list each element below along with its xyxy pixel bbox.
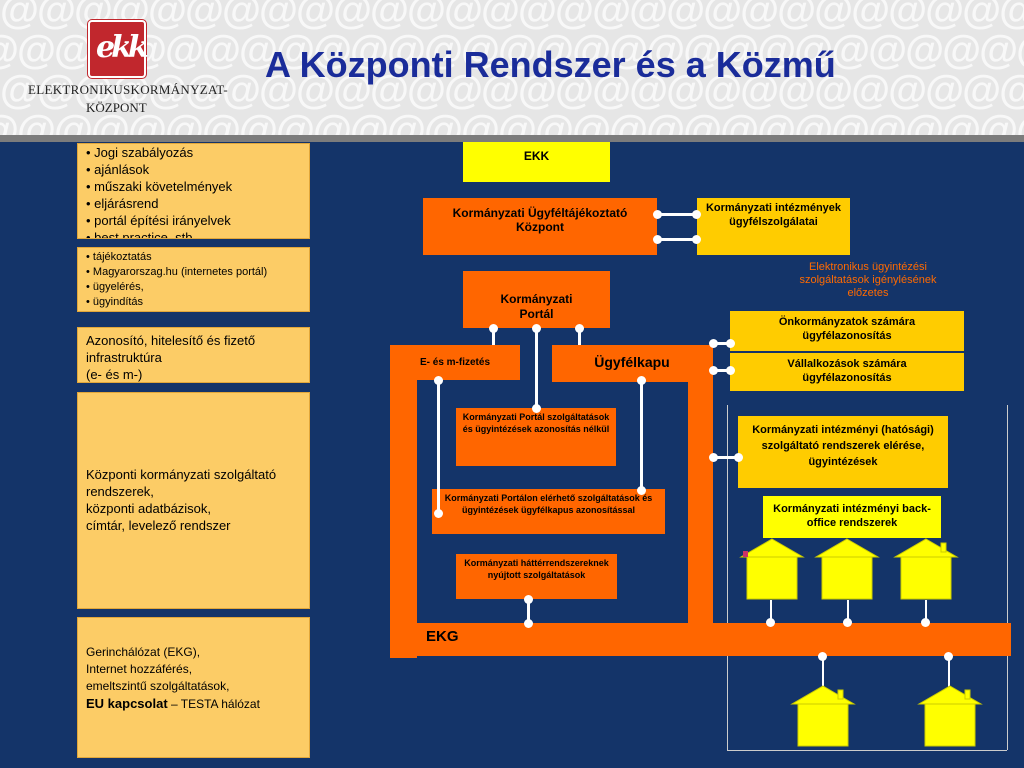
portal-box: Kormányzati Portál <box>463 271 610 328</box>
connector-dot <box>637 486 646 495</box>
connector-dot <box>944 652 953 661</box>
connector-center-institutional <box>713 456 738 459</box>
connector-dot <box>653 210 662 219</box>
connector-dot <box>532 404 541 413</box>
vallalkozasok-box: Vállalkozások számára ügyfélazonosítás <box>730 353 964 391</box>
portal-services-no-auth-box: Kormányzati Portál szolgáltatások és ügy… <box>456 408 616 466</box>
office-house-icon <box>814 538 880 600</box>
backoffice-box: Kormányzati intézményi back-office rends… <box>763 496 941 538</box>
connector-emfizetes-down <box>437 380 440 513</box>
connector-dot <box>637 376 646 385</box>
eu-connection-label: EU kapcsolat <box>86 696 168 711</box>
backoffice-region-left <box>727 405 728 750</box>
left-box-regulations: • Jogi szabályozás • ajánlások • műszaki… <box>77 143 310 239</box>
connector-dot <box>532 324 541 333</box>
connector-dot <box>818 652 827 661</box>
connector-ugyfelkapu-onkorm <box>713 342 730 345</box>
connector-ugyfelkapu-vallalk <box>713 369 730 372</box>
ekk-box: EKK <box>463 142 610 182</box>
portal-services-auth-box: Kormányzati Portálon elérhető szolgáltat… <box>432 489 665 534</box>
connector-dot <box>692 235 701 244</box>
left-box-central-systems: Központi kormányzati szolgáltató rendsze… <box>77 392 310 609</box>
connector-house2-ekg <box>847 600 849 623</box>
connector-background-ekg <box>527 599 530 623</box>
connector-portal-ugyfelkapu <box>578 328 581 345</box>
connector-tajekoztato-intezmeny-1 <box>657 213 697 216</box>
header: @@@@@@@@@@@@@@@@@@@@@@@@@@@@@@ @@@@@@@@@… <box>0 0 1024 138</box>
backoffice-region-right <box>1007 405 1008 750</box>
office-house-icon <box>917 685 983 747</box>
at-sign-pattern: @@@@@@@@@@@@@@@@@@@@@@@@@@@@@@ @@@@@@@@@… <box>0 0 1024 138</box>
office-house-icon <box>893 538 959 600</box>
office-house-icon <box>790 685 856 747</box>
connector-dot <box>766 618 775 627</box>
connector-dot <box>843 618 852 627</box>
ekg-label: EKG <box>426 628 459 645</box>
logo-text-line1: ELEKTRONIKUSKORMÁNYZAT- <box>28 82 228 97</box>
connector-dot <box>709 453 718 462</box>
logo-text-line2: KÖZPONT <box>86 100 147 115</box>
connector-dot <box>709 366 718 375</box>
hidden-request-text: Elektronikus ügyintézési szolgáltatások … <box>799 261 937 299</box>
connector-dot <box>575 324 584 333</box>
connector-dot <box>524 595 533 604</box>
onkormanyzatok-box: Önkormányzatok számára ügyfélazonosítás <box>730 311 964 351</box>
connector-portal-emfizetes <box>492 328 495 345</box>
connector-ekg-house4 <box>822 656 824 688</box>
connector-dot <box>921 618 930 627</box>
page-title: A Központi Rendszer és a Közmű <box>265 44 836 85</box>
center-vertical-bar <box>688 345 713 656</box>
connector-portal-services <box>535 328 538 408</box>
header-divider <box>0 135 1024 142</box>
left-vertical-bar <box>390 345 417 658</box>
e-m-payment-box: E- és m-fizetés <box>390 345 520 380</box>
connector-tajekoztato-intezmeny-2 <box>657 238 697 241</box>
connector-dot <box>726 339 735 348</box>
connector-dot <box>709 339 718 348</box>
connector-ekg-house5 <box>948 656 950 688</box>
left-box-information: • tájékoztatás • Magyarorszag.hu (intern… <box>77 247 310 312</box>
background-services-box: Kormányzati háttérrendszereknek nyújtott… <box>456 554 617 599</box>
ugyfelkapu-box: Ügyfélkapu <box>552 345 712 380</box>
ugyfeltajekoztato-box: Kormányzati Ügyféltájékoztató Központ <box>423 198 657 255</box>
connector-house1-ekg <box>770 600 772 623</box>
connector-dot <box>653 235 662 244</box>
connector-dot <box>434 376 443 385</box>
left-box-infrastructure: Azonosító, hitelesítő és fizető infrastr… <box>77 327 310 383</box>
connector-dot <box>434 509 443 518</box>
left-box-backbone: Gerinchálózat (EKG), Internet hozzáférés… <box>77 617 310 758</box>
connector-house3-ekg <box>925 600 927 623</box>
connector-ugyfelkapu-down <box>640 380 643 489</box>
connector-dot <box>692 210 701 219</box>
backoffice-region-bottom <box>727 750 1007 751</box>
connector-dot <box>524 619 533 628</box>
ekk-logo: ekk <box>88 20 149 78</box>
ugyfelkapu-frame-left <box>552 380 689 382</box>
connector-dot <box>734 453 743 462</box>
connector-dot <box>489 324 498 333</box>
connector-dot <box>726 366 735 375</box>
institutional-service-systems-box: Kormányzati intézményi (hatósági) szolgá… <box>738 416 948 488</box>
office-house-icon <box>739 538 805 600</box>
intezmenyek-ugyfelszolg-box: Kormányzati intézmények ügyfélszolgálata… <box>697 198 850 255</box>
